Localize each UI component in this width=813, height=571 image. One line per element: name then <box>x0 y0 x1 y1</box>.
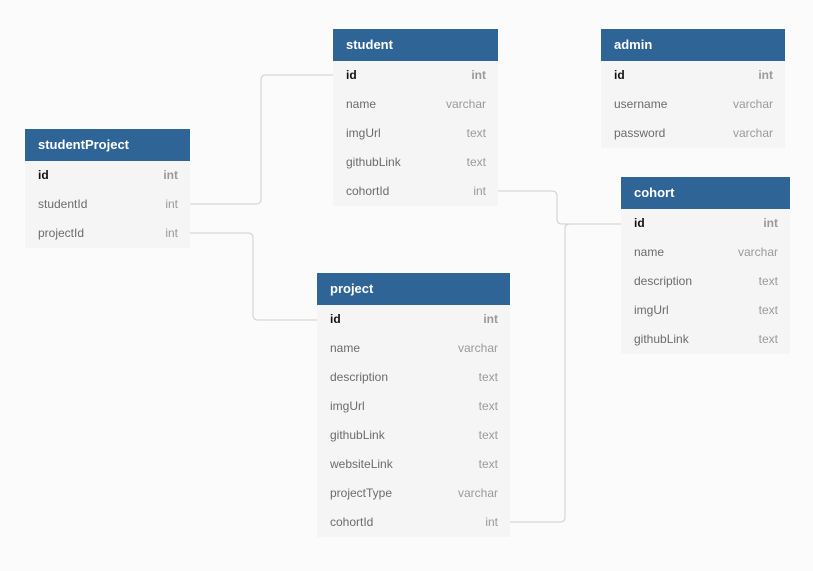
column-type: varchar <box>457 341 498 355</box>
column-name: id <box>614 68 625 82</box>
table-row[interactable]: id int <box>601 61 785 90</box>
table-project-header[interactable]: project <box>317 273 510 305</box>
column-name: githubLink <box>346 155 401 169</box>
column-type: int <box>165 197 178 211</box>
column-type: varchar <box>732 126 773 140</box>
table-row[interactable]: password varchar <box>601 119 785 148</box>
column-type: int <box>163 168 178 182</box>
column-type: text <box>758 332 778 346</box>
column-type: text <box>478 457 498 471</box>
table-row[interactable]: projectId int <box>25 219 190 248</box>
column-name: projectId <box>38 226 85 240</box>
table-cohort[interactable]: cohort id int name varchar description t… <box>621 177 790 354</box>
table-student-header[interactable]: student <box>333 29 498 61</box>
column-type: text <box>758 274 778 288</box>
table-row[interactable]: cohortId int <box>317 508 510 537</box>
column-name: password <box>614 126 666 140</box>
column-name: websiteLink <box>330 457 393 471</box>
column-name: githubLink <box>634 332 689 346</box>
column-name: cohortId <box>330 515 374 529</box>
table-row[interactable]: githubLink text <box>317 421 510 450</box>
table-row[interactable]: githubLink text <box>333 148 498 177</box>
table-row[interactable]: id int <box>317 305 510 334</box>
column-name: imgUrl <box>330 399 365 413</box>
column-name: id <box>634 216 645 230</box>
column-type: text <box>478 399 498 413</box>
column-name: description <box>330 370 389 384</box>
column-name: username <box>614 97 668 111</box>
table-row[interactable]: name varchar <box>621 238 790 267</box>
table-project[interactable]: project id int name varchar description … <box>317 273 510 537</box>
column-type: varchar <box>445 97 486 111</box>
connector-studentproject-projectid-to-project-id <box>190 232 317 321</box>
connector-project-cohortid-to-cohort-id <box>510 223 621 523</box>
table-row[interactable]: cohortId int <box>333 177 498 206</box>
column-type: int <box>165 226 178 240</box>
table-row[interactable]: studentId int <box>25 190 190 219</box>
column-name: name <box>346 97 377 111</box>
column-type: int <box>758 68 773 82</box>
table-row[interactable]: name varchar <box>333 90 498 119</box>
column-name: id <box>38 168 49 182</box>
column-name: description <box>634 274 693 288</box>
table-student[interactable]: student id int name varchar imgUrl text … <box>333 29 498 206</box>
column-name: name <box>634 245 665 259</box>
table-row[interactable]: imgUrl text <box>621 296 790 325</box>
column-type: int <box>763 216 778 230</box>
connector-studentproject-studentid-to-student-id <box>190 74 333 205</box>
table-cohort-header[interactable]: cohort <box>621 177 790 209</box>
column-type: int <box>483 312 498 326</box>
table-row[interactable]: description text <box>317 363 510 392</box>
column-name: id <box>330 312 341 326</box>
column-type: text <box>758 303 778 317</box>
column-name: projectType <box>330 486 393 500</box>
column-type: varchar <box>732 97 773 111</box>
column-type: int <box>485 515 498 529</box>
column-name: id <box>346 68 357 82</box>
table-row[interactable]: id int <box>25 161 190 190</box>
column-name: cohortId <box>346 184 390 198</box>
table-admin[interactable]: admin id int username varchar password v… <box>601 29 785 148</box>
column-type: text <box>466 155 486 169</box>
column-type: varchar <box>737 245 778 259</box>
table-row[interactable]: id int <box>621 209 790 238</box>
column-name: githubLink <box>330 428 385 442</box>
column-type: text <box>466 126 486 140</box>
table-row[interactable]: websiteLink text <box>317 450 510 479</box>
table-row[interactable]: username varchar <box>601 90 785 119</box>
column-type: int <box>471 68 486 82</box>
column-type: text <box>478 428 498 442</box>
column-type: varchar <box>457 486 498 500</box>
table-row[interactable]: name varchar <box>317 334 510 363</box>
table-row[interactable]: imgUrl text <box>317 392 510 421</box>
table-studentproject-header[interactable]: studentProject <box>25 129 190 161</box>
table-row[interactable]: description text <box>621 267 790 296</box>
table-row[interactable]: imgUrl text <box>333 119 498 148</box>
table-row[interactable]: projectType varchar <box>317 479 510 508</box>
column-type: text <box>478 370 498 384</box>
column-name: imgUrl <box>346 126 381 140</box>
column-name: name <box>330 341 361 355</box>
table-row[interactable]: id int <box>333 61 498 90</box>
column-type: int <box>473 184 486 198</box>
connector-student-cohortid-to-cohort-id <box>498 190 621 225</box>
column-name: studentId <box>38 197 88 211</box>
column-name: imgUrl <box>634 303 669 317</box>
table-studentproject[interactable]: studentProject id int studentId int proj… <box>25 129 190 248</box>
table-row[interactable]: githubLink text <box>621 325 790 354</box>
table-admin-header[interactable]: admin <box>601 29 785 61</box>
